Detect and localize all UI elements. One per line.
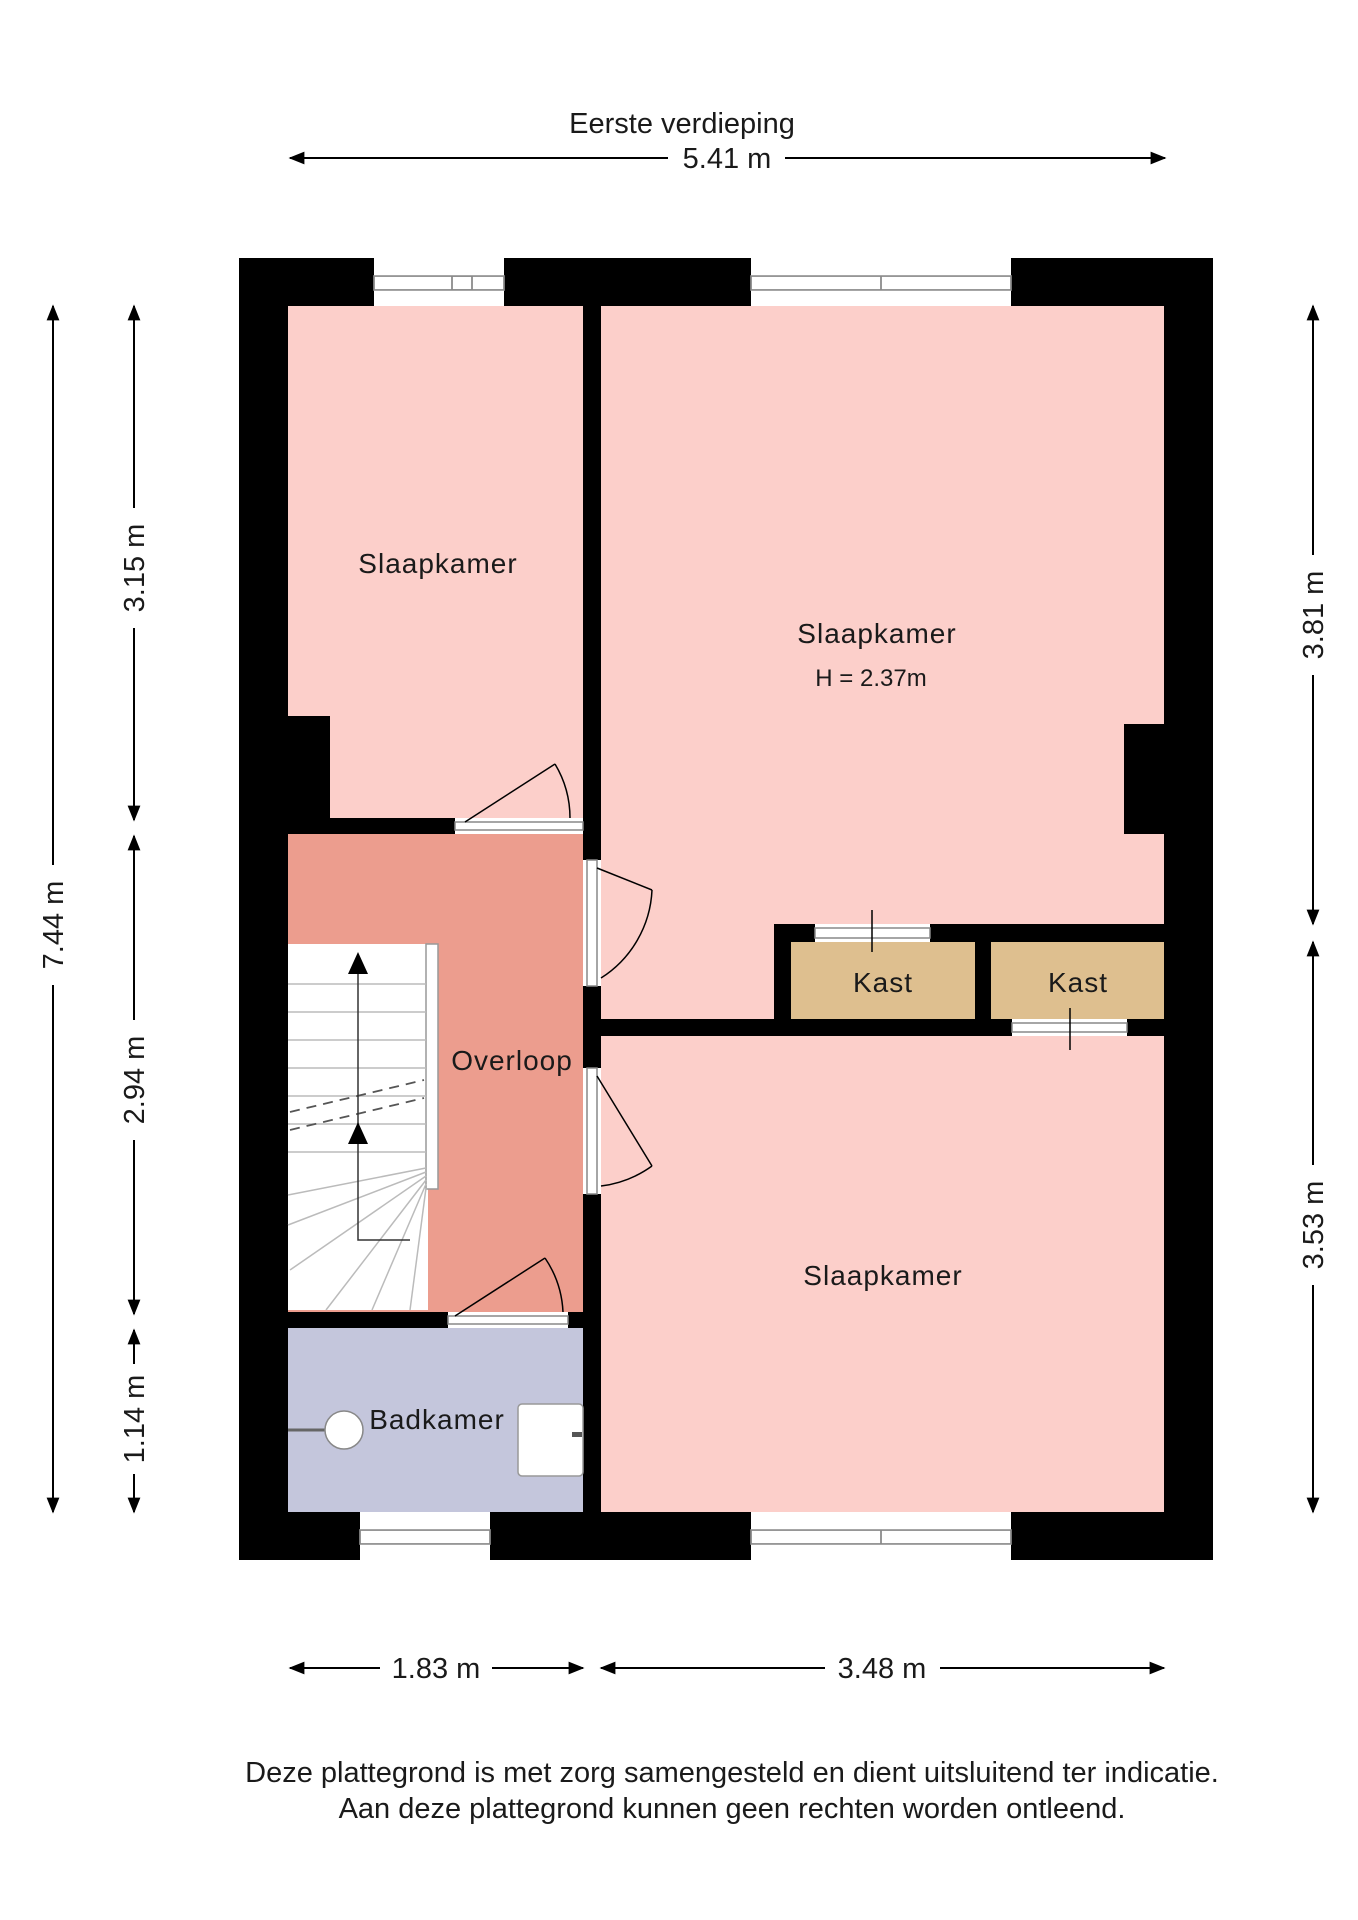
dim-left-seg1: 3.15 m	[119, 304, 151, 822]
washbasin-icon	[517, 1403, 584, 1477]
bathroom-fixtures	[288, 1403, 584, 1477]
disclaimer-line-2: Aan deze plattegrond kunnen geen rechten…	[339, 1793, 1126, 1825]
staircase	[287, 943, 439, 1311]
label-closet-right: Kast	[1048, 967, 1108, 998]
disclaimer-line-1: Deze plattegrond is met zorg samengestel…	[245, 1757, 1219, 1789]
door-bathroom	[447, 1257, 569, 1328]
door-master-bedroom	[583, 859, 653, 987]
dim-top-total: 5.41 m	[288, 143, 1167, 175]
svg-text:7.44 m: 7.44 m	[38, 881, 70, 970]
window-gaps	[360, 258, 1011, 1560]
label-closet-left: Kast	[853, 967, 913, 998]
label-landing: Overloop	[451, 1045, 573, 1076]
svg-text:2.94 m: 2.94 m	[119, 1036, 151, 1125]
closet-left	[791, 942, 975, 1019]
label-ceiling-height: H = 2.37m	[815, 665, 926, 692]
svg-text:1.83 m: 1.83 m	[392, 1653, 481, 1685]
dim-left-seg2: 2.94 m	[119, 834, 151, 1316]
closet-right	[991, 942, 1164, 1019]
label-bedroom-master: Slaapkamer	[797, 618, 956, 649]
door-closet-right	[1011, 1008, 1128, 1050]
label-bedroom-small: Slaapkamer	[358, 548, 517, 579]
dim-right-seg1: 3.81 m	[1298, 304, 1330, 926]
svg-text:3.81 m: 3.81 m	[1298, 571, 1330, 660]
dim-left-total: 7.44 m	[38, 304, 70, 1514]
sink-icon	[324, 1410, 364, 1450]
svg-text:1.14 m: 1.14 m	[119, 1375, 151, 1464]
dim-right-seg2: 3.53 m	[1298, 940, 1330, 1514]
floor-title: Eerste verdieping	[569, 108, 795, 140]
room-bedroom-small	[288, 306, 583, 818]
room-bedroom-bottom	[601, 1036, 1164, 1512]
svg-text:5.41 m: 5.41 m	[683, 143, 772, 175]
svg-text:3.53 m: 3.53 m	[1298, 1181, 1330, 1270]
svg-text:3.15 m: 3.15 m	[119, 524, 151, 613]
dim-left-seg3: 1.14 m	[119, 1328, 151, 1514]
window-frames	[359, 275, 1012, 1545]
room-bedroom-master	[601, 306, 1164, 1019]
dim-bottom-right: 3.48 m	[599, 1653, 1166, 1685]
stair-arrow-mid-icon	[348, 1122, 368, 1144]
label-bedroom-bottom: Slaapkamer	[803, 1260, 962, 1291]
door-bedroom-small	[454, 763, 584, 834]
door-closet-left	[814, 910, 931, 952]
stair-arrow-up-icon	[348, 952, 368, 974]
door-bedroom-bottom	[583, 1067, 653, 1195]
label-bathroom: Badkamer	[369, 1404, 505, 1435]
svg-text:3.48 m: 3.48 m	[838, 1653, 927, 1685]
dim-bottom-left: 1.83 m	[288, 1653, 585, 1685]
